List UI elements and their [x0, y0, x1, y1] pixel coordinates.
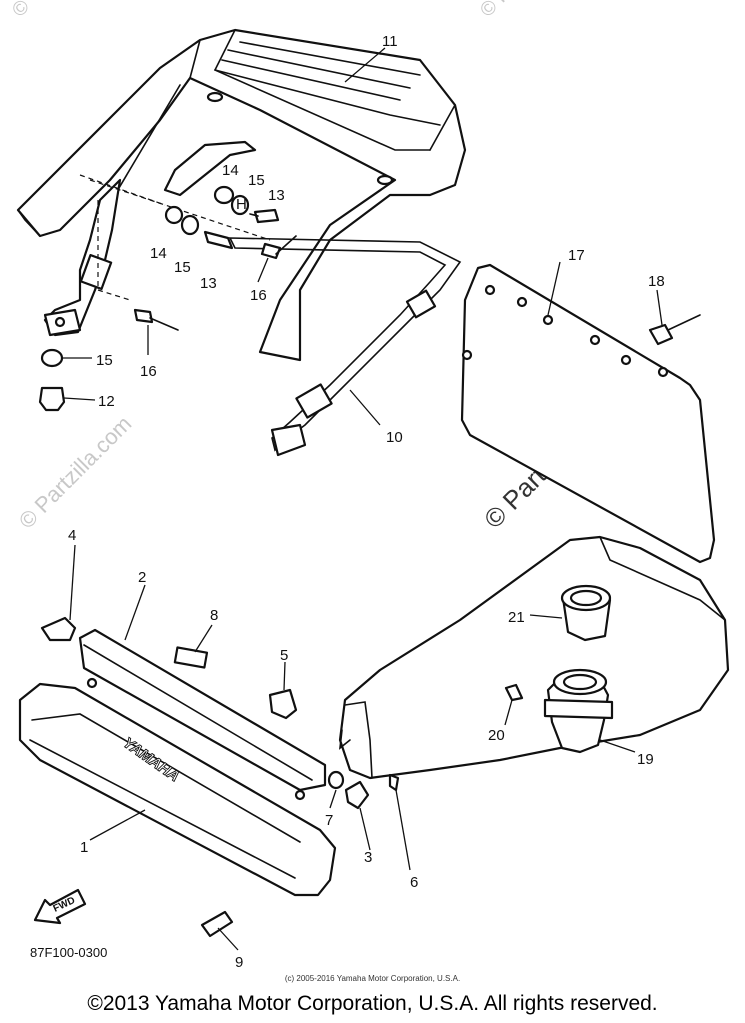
callout-17: 17: [568, 247, 585, 264]
part-2-bracket: [78, 628, 327, 801]
hull-section: [338, 535, 730, 780]
callout-13b: 13: [200, 275, 217, 292]
callout-20: 20: [488, 727, 505, 744]
watermark-top-right: © Partzilla.com: [476, 0, 587, 22]
part-19-filler-neck: [504, 668, 614, 754]
part-11-upper-frame: [16, 28, 467, 362]
callout-2: 2: [138, 569, 146, 586]
part-8-label: [173, 646, 209, 669]
callout-15b: 15: [174, 259, 191, 276]
callout-19: 19: [637, 751, 654, 768]
callout-4: 4: [68, 527, 76, 544]
leader-lines: [62, 47, 663, 951]
callout-14b: 14: [150, 245, 167, 262]
part-4-clip: [40, 616, 77, 642]
callout-numbers: 11 14 15 13 14 15 13 16 16 15 12 10 17 1…: [68, 33, 665, 971]
part-17-panel: [460, 263, 716, 564]
callout-11: 11: [382, 33, 398, 50]
watermark-top: ©: [8, 0, 34, 22]
fwd-arrow-icon: FWD: [33, 888, 87, 925]
hardware-top: H: [38, 185, 297, 412]
callout-13: 13: [268, 187, 285, 204]
callout-6: 6: [410, 874, 418, 891]
watermark-left: © Partzilla.com: [14, 411, 137, 534]
left-bracket-assembly: [43, 174, 271, 337]
part-1-bumper: YAMAHA: [18, 682, 337, 897]
callout-9: 9: [235, 954, 243, 971]
callout-16b: 16: [140, 363, 157, 380]
callout-1: 1: [80, 839, 88, 856]
copyright-notice: ©2013 Yamaha Motor Corporation, U.S.A. A…: [87, 992, 658, 1015]
part-7-washer: [327, 770, 345, 790]
callout-15c: 15: [96, 352, 113, 369]
callout-15: 15: [248, 172, 265, 189]
callout-3: 3: [364, 849, 372, 866]
callout-5: 5: [280, 647, 288, 664]
callout-18: 18: [648, 273, 665, 290]
callout-10: 10: [386, 429, 403, 446]
part-9-bolt: [200, 910, 234, 938]
callout-21: 21: [508, 609, 525, 626]
diagram-code: 87F100-0300: [30, 945, 108, 960]
callout-7: 7: [325, 812, 333, 829]
part-10-stay: [163, 140, 462, 457]
callout-14: 14: [222, 162, 239, 179]
part-5-fitting: [268, 688, 298, 720]
small-copyright: (c) 2005-2016 Yamaha Motor Corporation, …: [284, 974, 461, 983]
part-6-pin: [388, 773, 400, 792]
svg-text:H: H: [236, 196, 247, 213]
callout-8: 8: [210, 607, 218, 624]
part-3-clamp: [344, 780, 370, 810]
part-21-cap: [560, 584, 612, 642]
callout-12: 12: [98, 393, 115, 410]
callout-16: 16: [250, 287, 267, 304]
